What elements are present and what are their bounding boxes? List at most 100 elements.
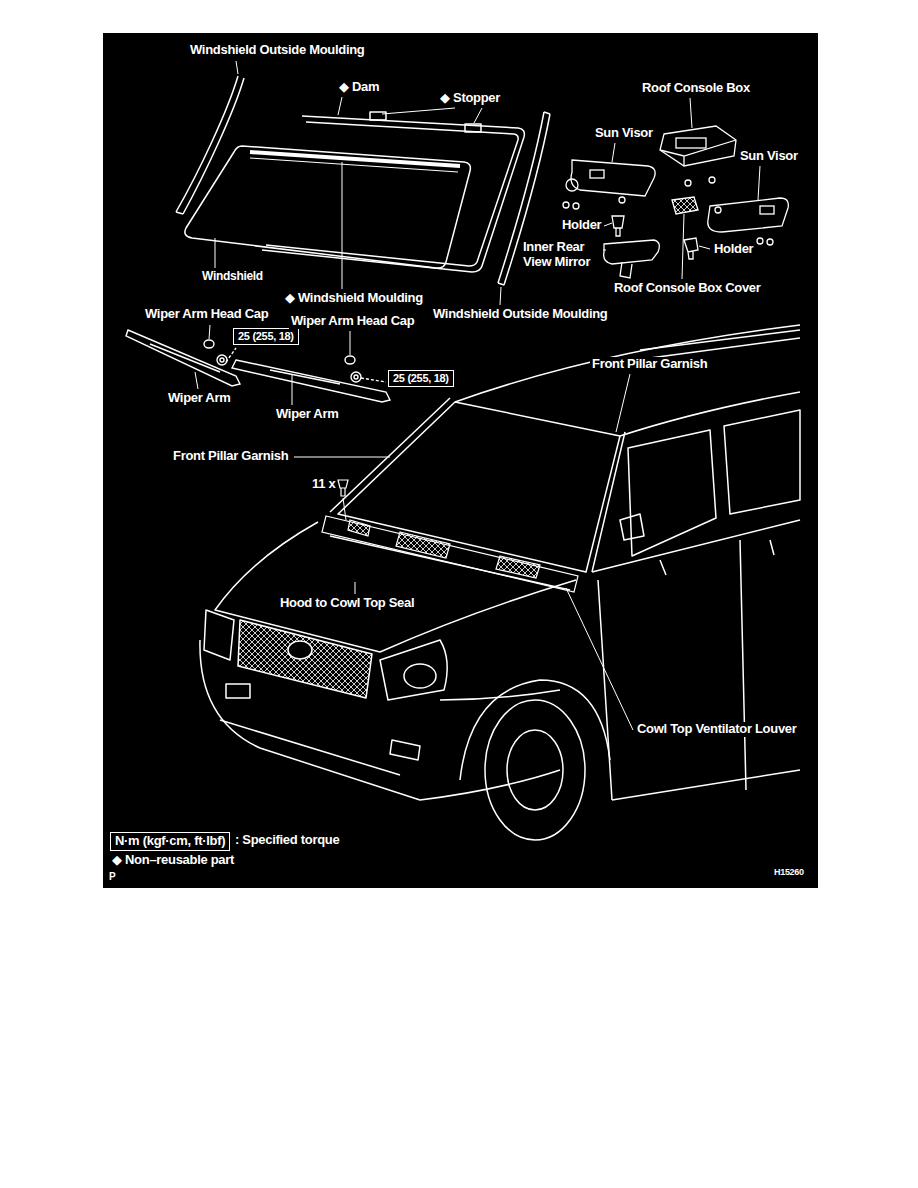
interior-parts [715,207,721,213]
vehicle-outline [507,730,563,810]
wiper-parts [270,370,340,384]
interior-parts [757,238,763,244]
part-label: Hood to Cowl Top Seal [278,596,416,611]
leader-lines [758,166,760,200]
leader-lines [382,108,482,123]
interior-parts [612,216,624,236]
leader-lines [236,61,238,74]
vehicle-outline [455,325,800,402]
part-label: : Specified torque [233,833,341,848]
part-label: Sun Visor [738,149,800,164]
vehicle-outline [220,720,400,775]
wiper-parts [354,375,358,379]
wiper-parts [220,358,224,362]
glass-parts [266,122,518,266]
interior-parts [767,239,773,245]
interior-parts [590,170,604,178]
leader-lines [566,588,633,730]
part-label: ◆ Stopper [438,91,502,106]
part-label: ◆ Dam [337,80,381,95]
leader-lines [355,582,356,594]
wiper-parts [204,340,214,348]
part-label: Wiper Arm [166,391,232,406]
part-label: Windshield Outside Moulding [188,43,367,58]
vehicle-outline [640,330,800,358]
legend-torque-box: N·m (kgf·cm, ft·lbf) [110,832,230,851]
leader-lines [616,374,630,432]
glass-parts [176,212,183,214]
vehicle-outline [620,514,644,540]
wiper-parts [361,378,386,382]
glass-parts [176,76,238,212]
part-label: Holder [712,242,755,257]
wiper-parts [217,355,227,365]
glass-parts [176,76,550,285]
cowl-louver [496,556,540,578]
interior-parts [685,180,691,186]
vehicle-outline [404,664,436,688]
interior-parts [660,126,736,166]
part-label: Roof Console Box Cover [612,281,763,296]
interior-parts [571,160,655,196]
cowl-louver [396,532,450,558]
vehicle-outline [380,640,447,700]
torque-box: 25 (255, 18) [388,370,454,387]
leader-lines [342,162,343,289]
interior-parts [676,138,706,148]
leader-lines [338,97,342,115]
vehicle-outline [338,402,620,572]
part-label: Windshield [200,270,265,284]
leader-lines [209,325,210,339]
leader-lines [500,287,501,305]
vehicle-outline [485,700,585,840]
vehicle-outline [288,641,312,659]
part-label: Wiper Arm Head Cap [143,307,270,322]
vehicle-outline [200,640,560,800]
interior-parts [672,197,698,214]
leader-lines [690,98,692,128]
interior-parts [563,202,569,208]
glass-parts [262,116,524,272]
wiper-parts [345,356,355,364]
torque-value: N·m (kgf·cm, ft·lbf) [115,833,225,848]
glass-parts [465,124,481,132]
leader-lines [350,331,351,355]
glass-parts [250,152,460,166]
cowl-louver [322,480,578,592]
vehicle-outline [390,740,420,760]
interior-parts [760,206,774,214]
vehicle-outline [204,610,234,660]
part-label: P [107,871,117,883]
vehicle-outline [200,325,800,840]
figure-panel [103,33,818,888]
cowl-louver [322,516,578,592]
vehicle-outline [598,540,746,800]
part-label: Sun Visor [593,126,655,141]
interior-parts [566,179,578,191]
part-label: Front Pillar Garnish [590,357,709,372]
glass-parts [370,112,386,120]
vehicle-outline [226,684,250,698]
part-label: Inner Rear View Mirror [521,240,603,270]
interior-parts [573,203,579,209]
part-label: Roof Console Box [640,81,752,96]
part-label: Wiper Arm [274,407,340,422]
part-label: ◆ Non–reusable part [110,853,236,868]
leader-lines [699,246,710,249]
wiper-parts [126,330,240,386]
interior-parts [708,198,789,232]
torque-value: 25 (255, 18) [238,330,294,342]
interior-parts [660,140,736,166]
leader-lines [294,457,390,458]
torque-value: 25 (255, 18) [393,372,449,384]
glass-parts [250,158,458,172]
part-label: 11 x [310,477,337,492]
leader-lines [195,61,760,730]
leader-lines [215,238,216,268]
wiper-parts [226,348,236,362]
part-label: ◆ Windshield Moulding [283,291,425,306]
part-label: Windshield Outside Moulding [431,307,610,322]
part-label: Front Pillar Garnish [171,449,290,464]
